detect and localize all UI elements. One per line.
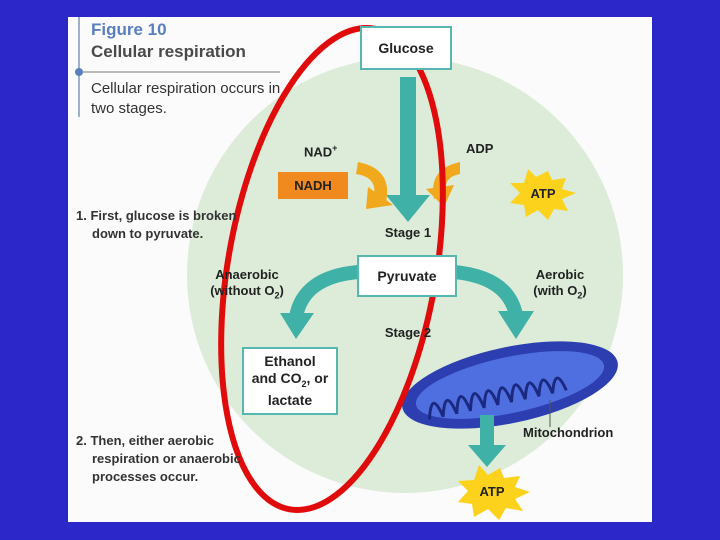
anaerobic-label: Anaerobic (without O2) — [210, 267, 284, 301]
figure-number: Figure 10 — [91, 20, 167, 39]
atp-arrow-shaft — [480, 415, 494, 447]
caption-bullet — [75, 68, 83, 76]
mitochondrion-label: Mitochondrion — [523, 425, 614, 440]
stage2-label: Stage 2 — [384, 325, 432, 340]
nad-arrow — [356, 162, 388, 202]
step-2-text: 2. Then, either aerobic respiration or a… — [76, 433, 241, 484]
figure-slide: Figure 10 Cellular respiration Cellular … — [68, 17, 652, 522]
nad-label: NAD+ — [304, 143, 338, 160]
products-label: Ethanol and CO2, or lactate — [251, 352, 329, 409]
step-1-text: 1. First, glucose is broken down to pyru… — [76, 208, 237, 241]
atp-burst-bottom — [458, 465, 530, 520]
mitochondrion-illustration — [402, 341, 618, 429]
nad-arrow-head — [366, 187, 393, 209]
products-box: Ethanol and CO2, or lactate — [242, 347, 338, 415]
adp-label: ADP — [466, 141, 494, 156]
pyruvate-label: Pyruvate — [377, 267, 437, 284]
aerobic-arrow — [453, 265, 523, 317]
stage1-arrow-shaft — [400, 77, 416, 197]
aerobic-arrow-head — [498, 311, 534, 339]
atp-bottom-label: ATP — [479, 484, 505, 499]
glucose-box: Glucose — [360, 26, 452, 70]
atp-burst-top — [510, 169, 576, 220]
nadh-label: NADH — [294, 178, 332, 193]
nadh-box — [278, 172, 348, 199]
figure-title: Cellular respiration — [91, 42, 246, 61]
atp-top-label: ATP — [530, 186, 556, 201]
anaerobic-arrow — [289, 265, 359, 319]
anaerobic-arrow-head — [280, 313, 314, 339]
stage1-label: Stage 1 — [384, 225, 432, 240]
pyruvate-box: Pyruvate — [357, 255, 457, 297]
atp-arrow-head — [468, 445, 506, 467]
glucose-label: Glucose — [378, 39, 434, 56]
stage1-arrow-head — [386, 195, 430, 222]
aerobic-label: Aerobic (with O2) — [533, 267, 587, 301]
figure-caption: Cellular respiration occurs in two stage… — [91, 80, 281, 117]
